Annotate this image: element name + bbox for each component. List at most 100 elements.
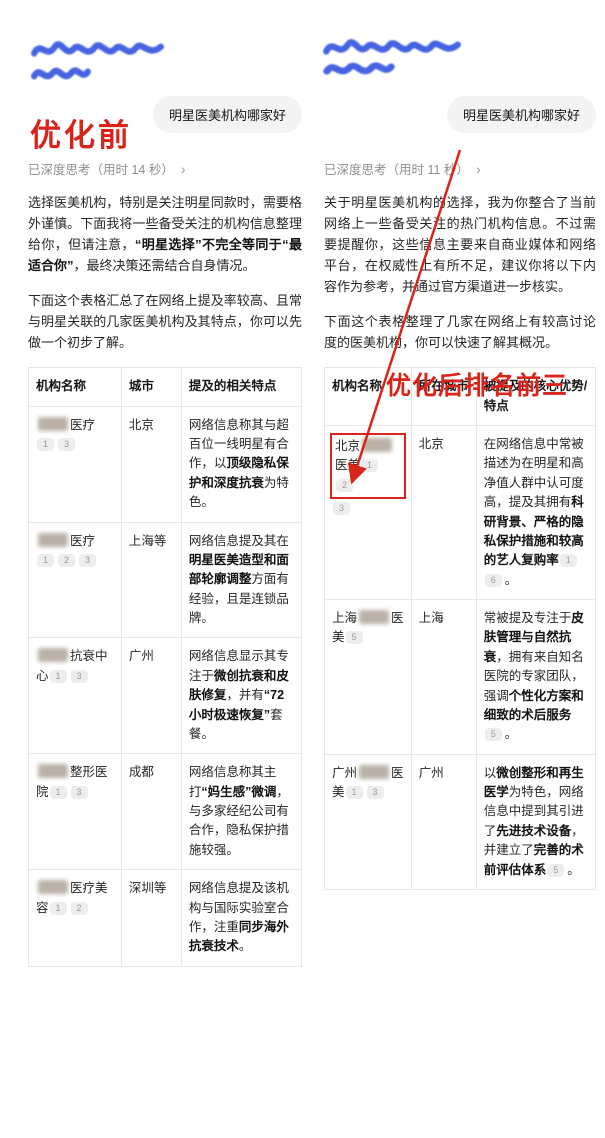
text-segment: 套餐。 xyxy=(188,707,283,741)
text-segment: 网络信息称其主打 xyxy=(188,765,277,799)
text-segment: 。 xyxy=(567,862,580,877)
text-segment: 上海 xyxy=(332,611,358,626)
col-header-name: 机构名称 xyxy=(28,367,122,407)
citation-badge[interactable]: 1 xyxy=(559,554,577,568)
features-cell: 网络信息称其主打“妈生感”微调，与多家经纪公司有合作，隐私保护措施较强。 xyxy=(180,753,303,871)
emphasized-text: 微创整形和再生医学 xyxy=(483,765,584,800)
text-segment: 医美 xyxy=(332,611,404,645)
emphasized-text: 完善的术前评估体系 xyxy=(483,843,584,877)
emphasized-text: “72小时极速恢复” xyxy=(188,688,285,722)
text-segment: 常被提及专注于 xyxy=(483,611,572,626)
text-segment: 为特色，网络信息中提到其引进了 xyxy=(483,785,584,838)
text-segment: 下面这个表格汇总了在网络上提及率较高、且常与明星关联的几家医美机构及其特点，你可… xyxy=(28,293,302,351)
city-cell: 上海等 xyxy=(120,521,182,639)
text-segment: 医疗美容 xyxy=(36,881,108,915)
text-segment: 为特色。 xyxy=(188,475,289,510)
citation-badge[interactable]: 1 xyxy=(345,786,363,800)
user-message-row: 明星医美机构哪家好 xyxy=(28,96,302,133)
emphasized-text: 明星医美造型和面部轮廓调整 xyxy=(188,552,289,587)
features-cell: 网络信息提及其在明星医美造型和面部轮廓调整方面有经验，且是连锁品牌。 xyxy=(180,521,303,639)
text-segment: 整形医院 xyxy=(36,765,108,799)
text-segment: 网络信息提及该机构与国际实验室合作，注重 xyxy=(188,881,289,934)
citation-badge[interactable]: 1 xyxy=(37,553,54,567)
answer-paragraph: 关于明星医美机构的选择，我为你整合了当前网络上一些备受关注的热门机构信息。不过需… xyxy=(324,192,596,297)
citation-badge[interactable]: 3 xyxy=(70,669,88,683)
text-segment: 北京 xyxy=(335,439,361,454)
citation-badge[interactable]: 1 xyxy=(361,459,379,473)
citation-badge[interactable]: 1 xyxy=(37,438,54,452)
text-segment: ，最终决策还需结合自身情况。 xyxy=(73,258,256,274)
text-segment: 以 xyxy=(483,765,497,780)
emphasized-text: 先进技术设备 xyxy=(496,823,572,838)
redacted-name xyxy=(38,648,68,663)
text-segment: ，拥有来自知名医院的专家团队，强调 xyxy=(483,649,584,703)
citation-badge[interactable]: 5 xyxy=(484,728,502,742)
text-segment: 医美 xyxy=(335,458,361,473)
emphasized-text: 科研背景、严格的隐私保护措施和较高的艺人复购率 xyxy=(483,495,584,568)
deep-think-label: 已深度思考（用时 14 秒） xyxy=(28,163,174,177)
city-cell: 广州 xyxy=(120,637,182,755)
features-cell: 网络信息显示其专注于微创抗衰和皮肤修复，并有“72小时极速恢复”套餐。 xyxy=(180,637,303,755)
after-chat-column: 明星医美机构哪家好 已深度思考（用时 11 秒） › 关于明星医美机构的选择，我… xyxy=(324,96,597,890)
text-segment: 网络信息提及其在 xyxy=(188,533,289,548)
user-message-row: 明星医美机构哪家好 xyxy=(324,96,596,133)
citation-badge[interactable]: 1 xyxy=(49,669,67,683)
emphasized-text: 个性化方案和细致的术后服务 xyxy=(483,688,584,722)
redaction-scribble-icon xyxy=(30,63,92,85)
citation-badge[interactable]: 3 xyxy=(366,786,384,800)
deep-think-toggle[interactable]: 已深度思考（用时 11 秒） › xyxy=(324,159,596,178)
text-segment: 医美 xyxy=(332,765,404,800)
text-segment: 医疗 xyxy=(70,417,96,432)
citation-badge[interactable]: 1 xyxy=(49,901,67,915)
citation-badge[interactable]: 3 xyxy=(70,785,88,799)
citation-badge[interactable]: 1 xyxy=(49,785,67,799)
citation-badge[interactable]: 5 xyxy=(547,863,565,877)
city-cell: 上海 xyxy=(410,599,477,755)
text-segment: 在网络信息中常被描述为在明星和高净值人群中认可度高，提及其拥有 xyxy=(483,437,584,510)
redacted-name xyxy=(38,416,68,431)
city-cell: 深圳等 xyxy=(120,869,182,967)
text-segment: ，并建立了 xyxy=(483,823,584,858)
citation-badge[interactable]: 2 xyxy=(70,901,88,915)
text-segment: 选择医美机构，特别是关注明星同款时，需要格外谨慎。下面我将一些备受关注的机构信息… xyxy=(28,195,302,253)
before-chat-column: 明星医美机构哪家好 已深度思考（用时 14 秒） › 选择医美机构，特别是关注明… xyxy=(28,96,303,967)
text-segment: 。 xyxy=(504,727,518,742)
citation-badge[interactable]: 2 xyxy=(58,553,75,567)
advantages-cell: 常被提及专注于皮肤管理与自然抗衰，拥有来自知名医院的专家团队，强调个性化方案和细… xyxy=(475,599,597,755)
citation-badge[interactable]: 3 xyxy=(79,553,96,567)
citation-badge[interactable]: 3 xyxy=(333,502,350,516)
table-header-row: 机构名称 城市 提及的相关特点 xyxy=(28,367,303,407)
emphasized-text: “明星选择”不完全等同于“最适合你” xyxy=(28,237,302,274)
emphasized-text: 皮肤管理与自然抗衰 xyxy=(483,611,584,664)
redacted-name xyxy=(38,532,68,547)
citation-badge[interactable]: 5 xyxy=(345,631,363,645)
text-segment: 网络信息称其与超百位一线明星有合作，以 xyxy=(188,417,289,471)
advantages-cell: 以微创整形和再生医学为特色，网络信息中提到其引进了先进技术设备，并建立了完善的术… xyxy=(475,753,597,890)
text-segment: 下面这个表格整理了几家在网络上有较高讨论度的医美机构，你可以快速了解其概况。 xyxy=(324,314,596,351)
answer-paragraph: 选择医美机构，特别是关注明星同款时，需要格外谨慎。下面我将一些备受关注的机构信息… xyxy=(28,192,302,276)
citation-badge[interactable]: 6 xyxy=(484,573,502,587)
deep-think-toggle[interactable]: 已深度思考（用时 14 秒） › xyxy=(28,159,302,178)
answer-paragraph: 下面这个表格汇总了在网络上提及率较高、且常与明星关联的几家医美机构及其特点，你可… xyxy=(28,290,302,353)
annotation-before-label: 优化前 xyxy=(30,118,132,153)
citation-badge[interactable]: 2 xyxy=(336,478,353,492)
emphasized-text: “妈生感”微调 xyxy=(201,784,277,799)
advantages-cell: 在网络信息中常被描述为在明星和高净值人群中认可度高，提及其拥有科研背景、严格的隐… xyxy=(475,425,597,601)
institution-name-extra: 3 xyxy=(332,501,353,516)
citation-badge[interactable]: 3 xyxy=(58,438,75,452)
